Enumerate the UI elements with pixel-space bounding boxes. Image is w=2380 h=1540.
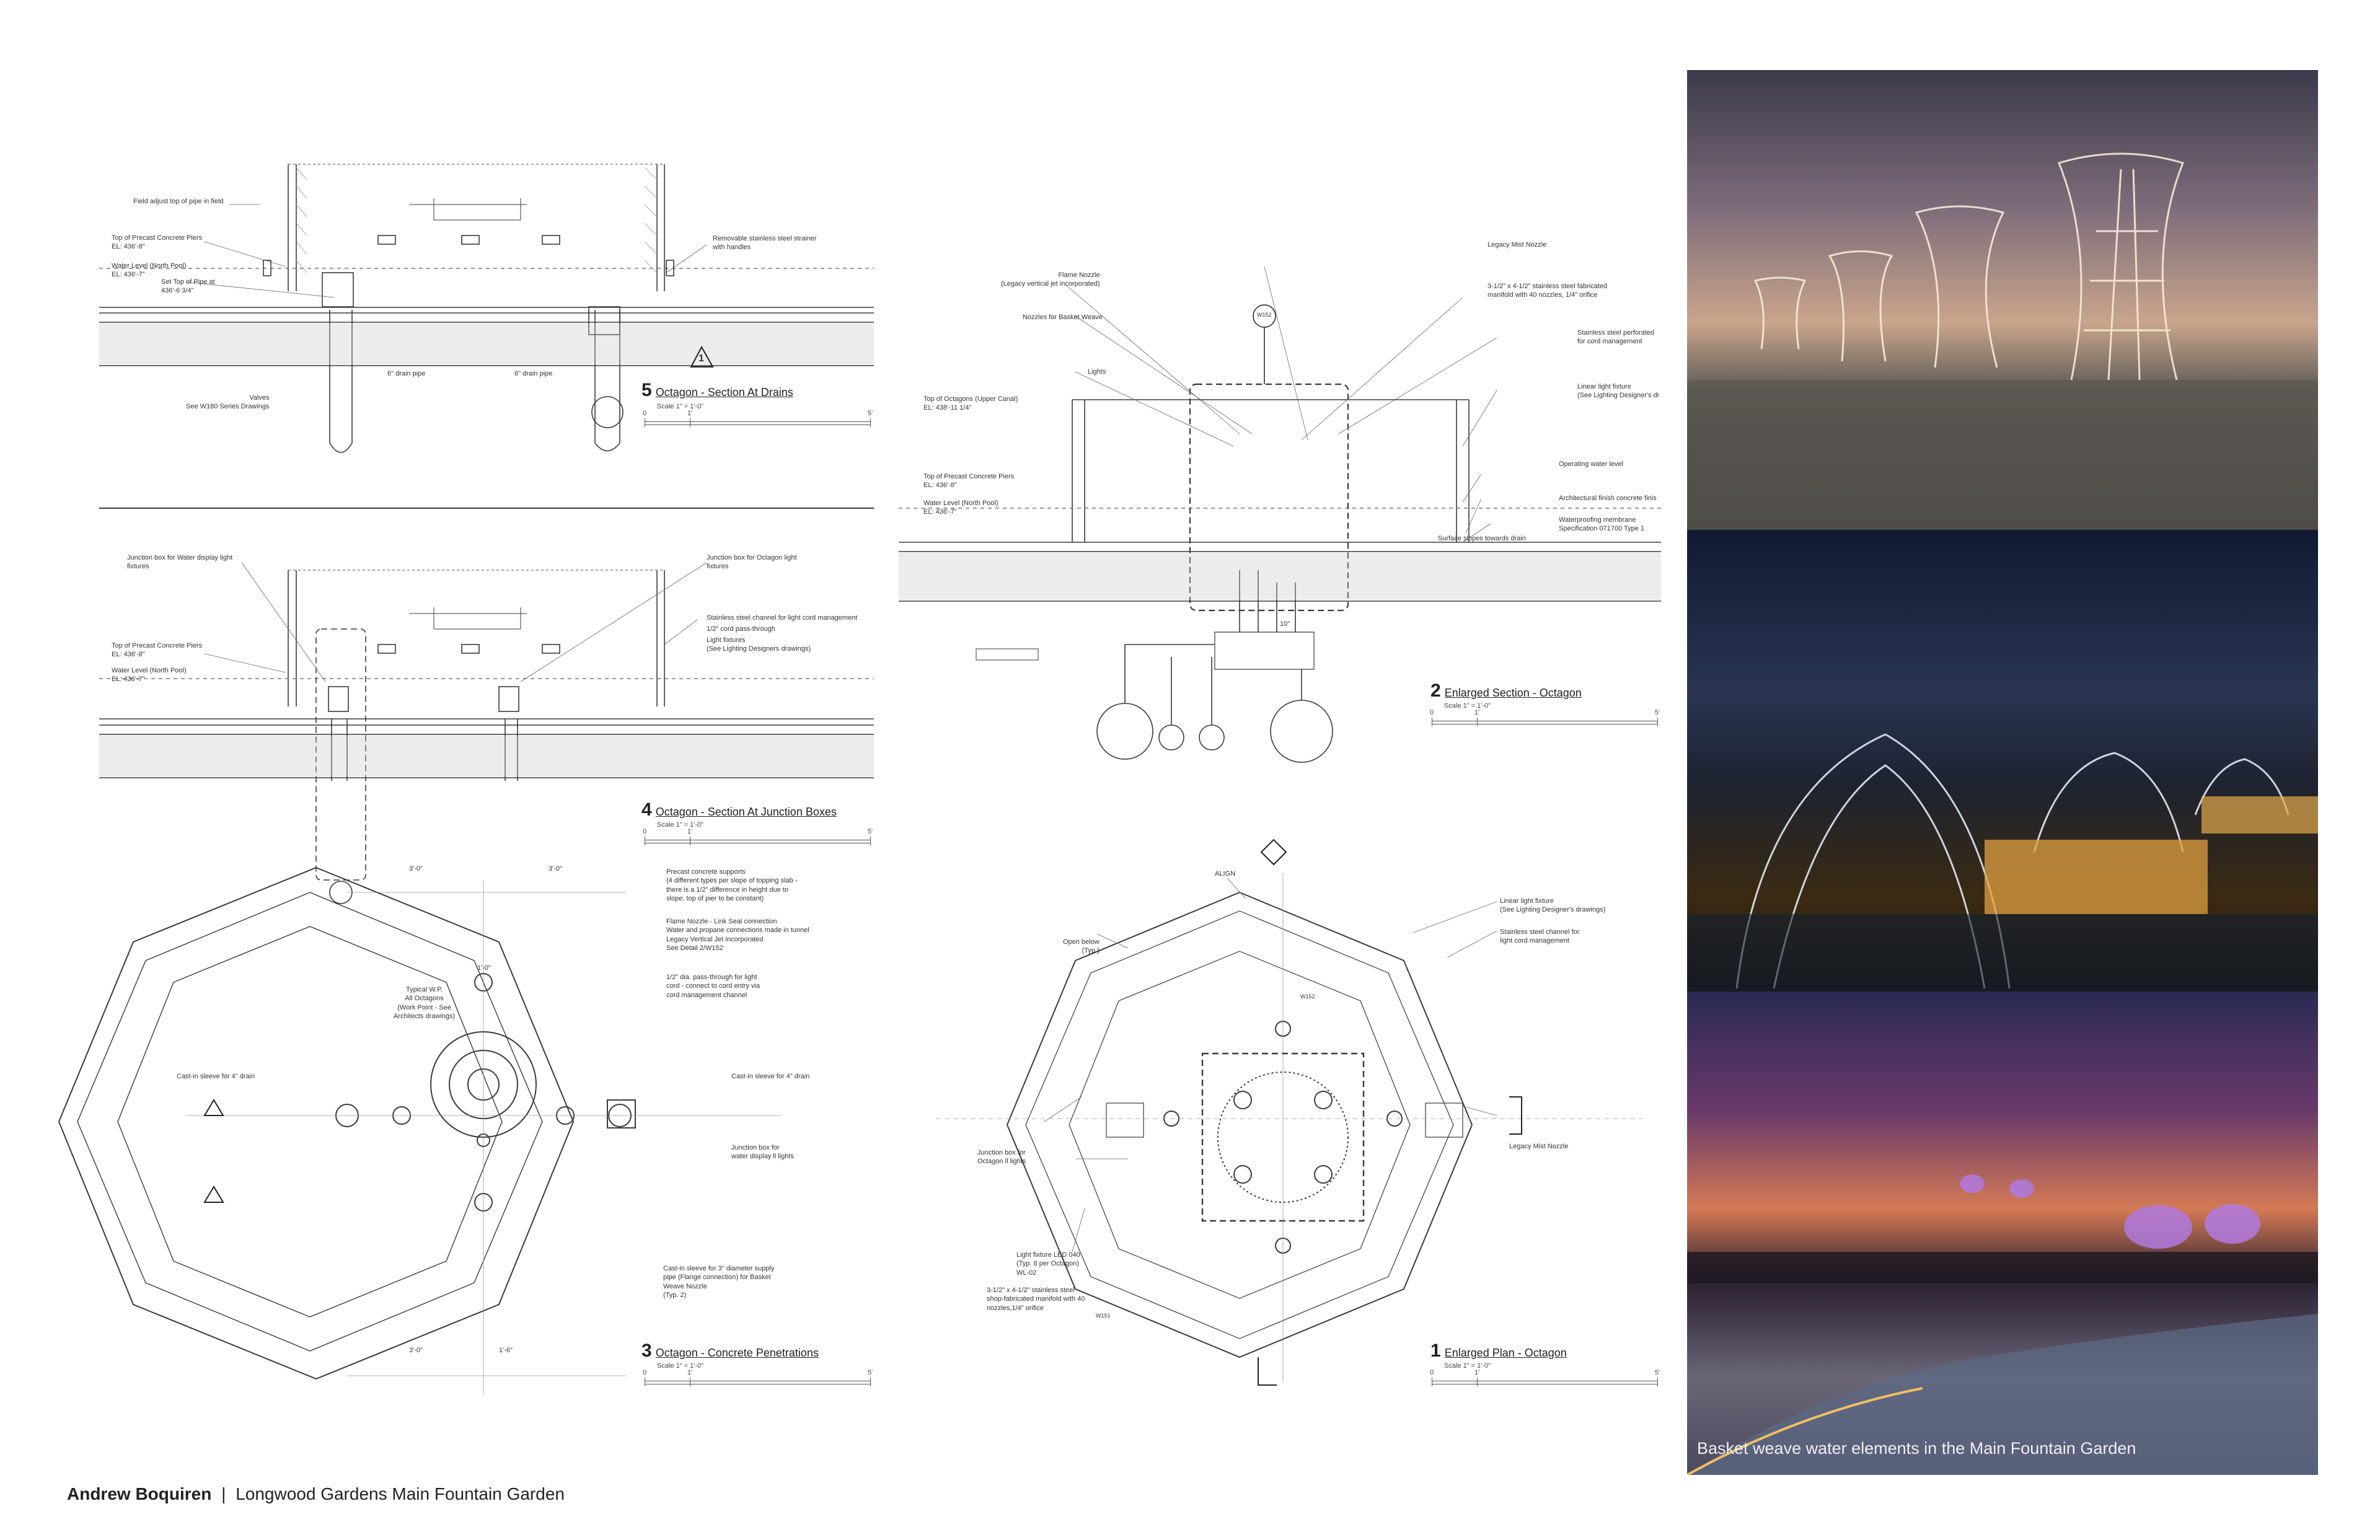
- note-jbox-d1: Junction box for Octagon ll lights: [977, 1149, 1026, 1166]
- footer: Andrew Boquiren | Longwood Gardens Main …: [67, 1484, 565, 1504]
- note-water-level-d4: Water Level (North Pool) EL: 436'-7": [112, 667, 187, 684]
- note-ref-w152: W152: [1257, 312, 1272, 318]
- note-channel-d1: Stainless steel channel for light cord m…: [1500, 928, 1580, 945]
- photo-night-fountains: [1687, 530, 2318, 992]
- plan-penetrations-drawing: [58, 866, 781, 1394]
- note-dim-10: 10": [1280, 620, 1290, 628]
- drawing-scale-2: Scale 1" = 1'-0": [1444, 702, 1491, 710]
- note-jbox-octagon: Junction box for Octagon light fixtures: [707, 554, 797, 571]
- note-cord-pass-d4: 1/2" cord pass-through: [707, 625, 775, 633]
- note-sleeve-supply: Cast-in sleeve for 3" diameter supply pi…: [663, 1265, 775, 1299]
- note-jbox-water: Junction box for Water display light fix…: [127, 554, 233, 571]
- note-water-level-d5: Water Level (North Pool) EL: 436'-7": [112, 262, 187, 279]
- note-ref-w152-d1: W152: [1300, 993, 1315, 1000]
- enlarged-section-drawing: [899, 266, 1661, 763]
- photo-dusk-fountains: [1687, 70, 2318, 530]
- note-drain-pipe-a: 6" drain pipe: [387, 370, 426, 377]
- note-mist-nozzle-d1: Legacy Mist Nozzle: [1509, 1143, 1569, 1150]
- note-flame-nozzle-d3: Flame Nozzle - Link Seal connection Wate…: [666, 918, 809, 952]
- note-jbox-d3: Junction box for water display ll lights: [731, 1144, 794, 1161]
- section-tag: 1: [699, 353, 704, 364]
- note-flame-nozzle-d2: Flame Nozzle (Legacy vertical jet incorp…: [1001, 271, 1100, 288]
- note-led: Light fixture LED 040 (Typ. 8 per Octago…: [1016, 1251, 1080, 1277]
- note-top-piers-d4: Top of Precast Concrete Piers EL: 436'-8…: [112, 642, 203, 659]
- dim-d: 1'-0": [477, 964, 491, 972]
- note-cord-pass-d3: 1/2" dia. pass-through for light cord - …: [666, 974, 760, 999]
- dim-e: 1'-6": [499, 1347, 513, 1354]
- note-field-adjust: Field adjust top of pipe in field: [133, 198, 224, 205]
- note-linear-fixture-d1: Linear light fixture (See Lighting Desig…: [1500, 897, 1606, 914]
- section-junction-drawing: [99, 562, 874, 904]
- section-drains-drawing: [99, 164, 874, 509]
- note-membrane: Waterproofing membrane Specification 071…: [1559, 516, 1645, 533]
- photo-caption: Basket weave water elements in the Main …: [1697, 1439, 2136, 1458]
- note-water-level-d2: Water Level (North Pool) EL: 436'-7": [923, 499, 998, 516]
- note-strainer: Removable stainless steel strainer with …: [713, 235, 817, 252]
- note-lights: Lights: [1088, 368, 1106, 376]
- note-top-piers-d5: Top of Precast Concrete Piers EL: 436'-8…: [112, 234, 203, 251]
- note-drain-pipe-b: 6" drain pipe: [514, 370, 553, 377]
- note-linear-fixture-d2: Linear light fixture (See Lighting Desig…: [1577, 383, 1660, 400]
- note-supports: Precast concrete supports (4 different t…: [666, 868, 798, 902]
- note-fixtures-d4: Light fixtures (See Lighting Designers d…: [707, 636, 811, 653]
- drawing-scale-1: Scale 1" = 1'-0": [1444, 1362, 1491, 1370]
- project-name: Longwood Gardens Main Fountain Garden: [236, 1484, 565, 1503]
- footer-separator: |: [221, 1484, 226, 1503]
- note-mist-nozzle-d2: Legacy Mist Nozzle: [1488, 241, 1547, 249]
- note-sleeve-left: Cast-in sleeve for 4" drain: [177, 1073, 255, 1080]
- note-sleeve-right: Cast-in sleeve for 4" drain: [731, 1073, 810, 1080]
- note-manifold-d1: 3-1/2" x 4-1/2" stainless steel shop-fab…: [987, 1287, 1085, 1312]
- note-set-top-pipe: Set Top of Pipe at 436'-6 3/4": [161, 278, 215, 295]
- note-channel-d4: Stainless steel channel for light cord m…: [707, 614, 858, 622]
- note-open-below: Open below (Typ.): [1063, 938, 1100, 955]
- note-top-piers-d2: Top of Precast Concrete Piers EL: 436'-8…: [923, 473, 1015, 490]
- note-slopes: Surface slopes towards drain: [1438, 535, 1526, 542]
- note-valves: Valves See W180 Series Drawings: [186, 394, 270, 411]
- dim-c: 3'-0": [409, 1347, 423, 1354]
- dim-b: 3'-0": [549, 865, 562, 873]
- note-operating-level: Operating water level: [1559, 460, 1623, 468]
- photo-sunset-canal: [1687, 992, 2318, 1475]
- drawing-scale-4: Scale 1" = 1'-0": [657, 821, 704, 829]
- note-top-octagons: Top of Octagons (Upper Canal) EL: 438'-1…: [923, 395, 1018, 412]
- note-align: ALIGN: [1215, 870, 1236, 878]
- note-arch-finish: Architectural finish concrete finis: [1559, 495, 1657, 502]
- drawing-scale-5: Scale 1" = 1'-0": [657, 403, 704, 410]
- drawing-scale-3: Scale 1" = 1'-0": [657, 1362, 704, 1370]
- author-name: Andrew Boquiren: [67, 1484, 212, 1503]
- note-typical-wp: Typical W.P. All Octagons (Work Point - …: [394, 986, 456, 1020]
- note-perforated: Stainless steel perforated for cord mana…: [1577, 329, 1655, 346]
- dim-a: 3'-0": [409, 865, 423, 873]
- note-basket-nozzles: Nozzles for Basket Weave: [1023, 314, 1103, 321]
- enlarged-plan-drawing: [936, 838, 1642, 1386]
- note-manifold-d2: 3-1/2" x 4-1/2" stainless steel fabricat…: [1488, 283, 1608, 299]
- note-ref-w151-d1: W151: [1096, 1313, 1111, 1319]
